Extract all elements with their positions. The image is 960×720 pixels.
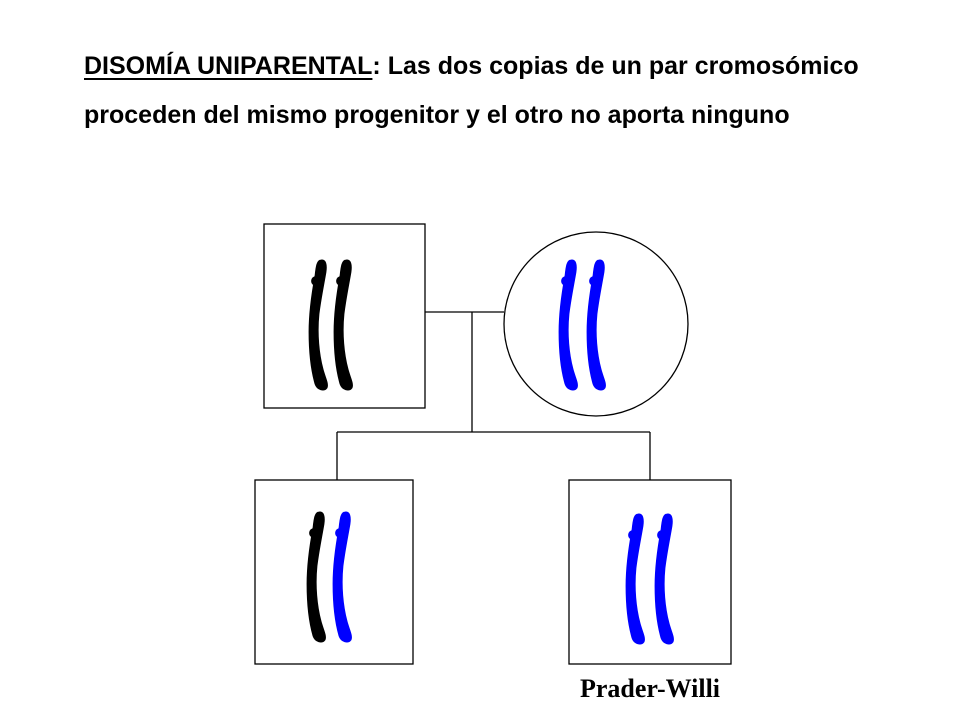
mother-chromosome-2 xyxy=(586,259,607,391)
child-1-chromosome-1 xyxy=(306,511,327,643)
title-definition: Las dos copias de un par cromosómico pro… xyxy=(84,52,859,129)
child-2-square xyxy=(568,479,732,665)
pedigree-lines xyxy=(336,311,651,480)
slide-title: DISOMÍA UNIPARENTAL: Las dos copias de u… xyxy=(84,42,884,140)
child-2-chromosome-1 xyxy=(625,513,646,645)
father-chromosome-1 xyxy=(308,259,329,391)
title-separator: : xyxy=(372,52,388,80)
child-2-symbol xyxy=(568,479,732,665)
mother-symbol xyxy=(503,231,689,417)
mother-chromosome-1 xyxy=(558,259,579,391)
father-symbol xyxy=(263,223,426,409)
child-2-label: Prader-Willi xyxy=(580,674,720,703)
child-1-symbol xyxy=(254,479,414,665)
father-chromosome-2 xyxy=(333,259,354,391)
child-1-chromosome-2 xyxy=(332,511,353,643)
child-2-chromosome-2 xyxy=(654,513,675,645)
title-term: DISOMÍA UNIPARENTAL xyxy=(84,52,373,80)
